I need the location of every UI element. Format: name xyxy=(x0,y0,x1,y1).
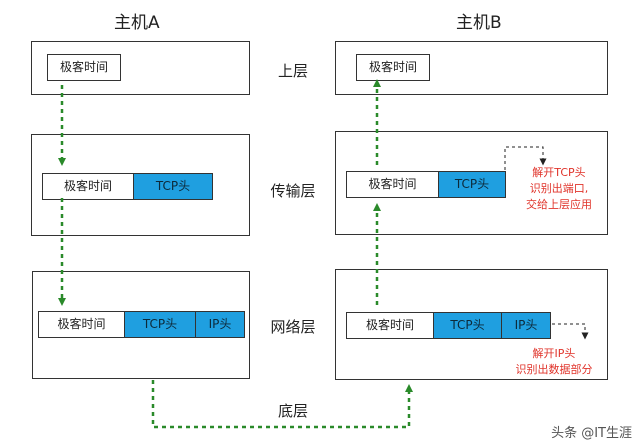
host-b-transport-panel: 极客时间 TCP头 解开TCP头 识别出端口, 交给上层应用 xyxy=(335,131,608,235)
layer-label-bottom: 底层 xyxy=(277,402,308,420)
watermark: 头条 @IT生涯 xyxy=(551,426,632,441)
ip-unwrap-note: 解开IP头 识别出数据部分 xyxy=(506,346,602,378)
host-b-upper-data: 极客时间 xyxy=(356,54,430,81)
host-a-transport-panel: 极客时间 TCP头 xyxy=(31,134,250,236)
host-b-network-ip-header: IP头 xyxy=(501,312,551,339)
host-b-transport-tcp-header: TCP头 xyxy=(438,171,506,198)
tcp-unwrap-note: 解开TCP头 识别出端口, 交给上层应用 xyxy=(514,165,604,213)
tcp-note-line-2: 识别出端口, xyxy=(529,182,589,195)
ip-note-line-1: 解开IP头 xyxy=(532,347,576,360)
host-a-transport-data: 极客时间 xyxy=(42,173,134,200)
layer-label-transport: 传输层 xyxy=(270,182,316,200)
tcp-note-line-1: 解开TCP头 xyxy=(532,166,586,179)
arrow-tcp-note xyxy=(504,146,547,170)
arrow-bottom-link xyxy=(151,380,413,429)
host-b-network-data: 极客时间 xyxy=(346,312,434,339)
layer-label-network: 网络层 xyxy=(270,318,316,336)
tcp-note-line-3: 交给上层应用 xyxy=(526,198,592,211)
host-b-network-panel: 极客时间 TCP头 IP头 解开IP头 识别出数据部分 xyxy=(335,269,608,380)
host-b-transport-data: 极客时间 xyxy=(346,171,439,198)
host-b-title: 主机B xyxy=(456,13,502,33)
host-a-transport-tcp-header: TCP头 xyxy=(133,173,213,200)
host-a-upper-panel: 极客时间 xyxy=(31,41,250,95)
arrow-ip-note xyxy=(552,323,589,340)
layer-label-upper: 上层 xyxy=(277,62,308,80)
host-a-title: 主机A xyxy=(114,13,160,33)
host-a-network-ip-header: IP头 xyxy=(195,311,245,338)
ip-note-line-2: 识别出数据部分 xyxy=(515,363,593,376)
host-a-network-data: 极客时间 xyxy=(38,311,125,338)
host-a-network-panel: 极客时间 TCP头 IP头 xyxy=(32,271,250,379)
host-a-upper-data: 极客时间 xyxy=(47,54,121,81)
